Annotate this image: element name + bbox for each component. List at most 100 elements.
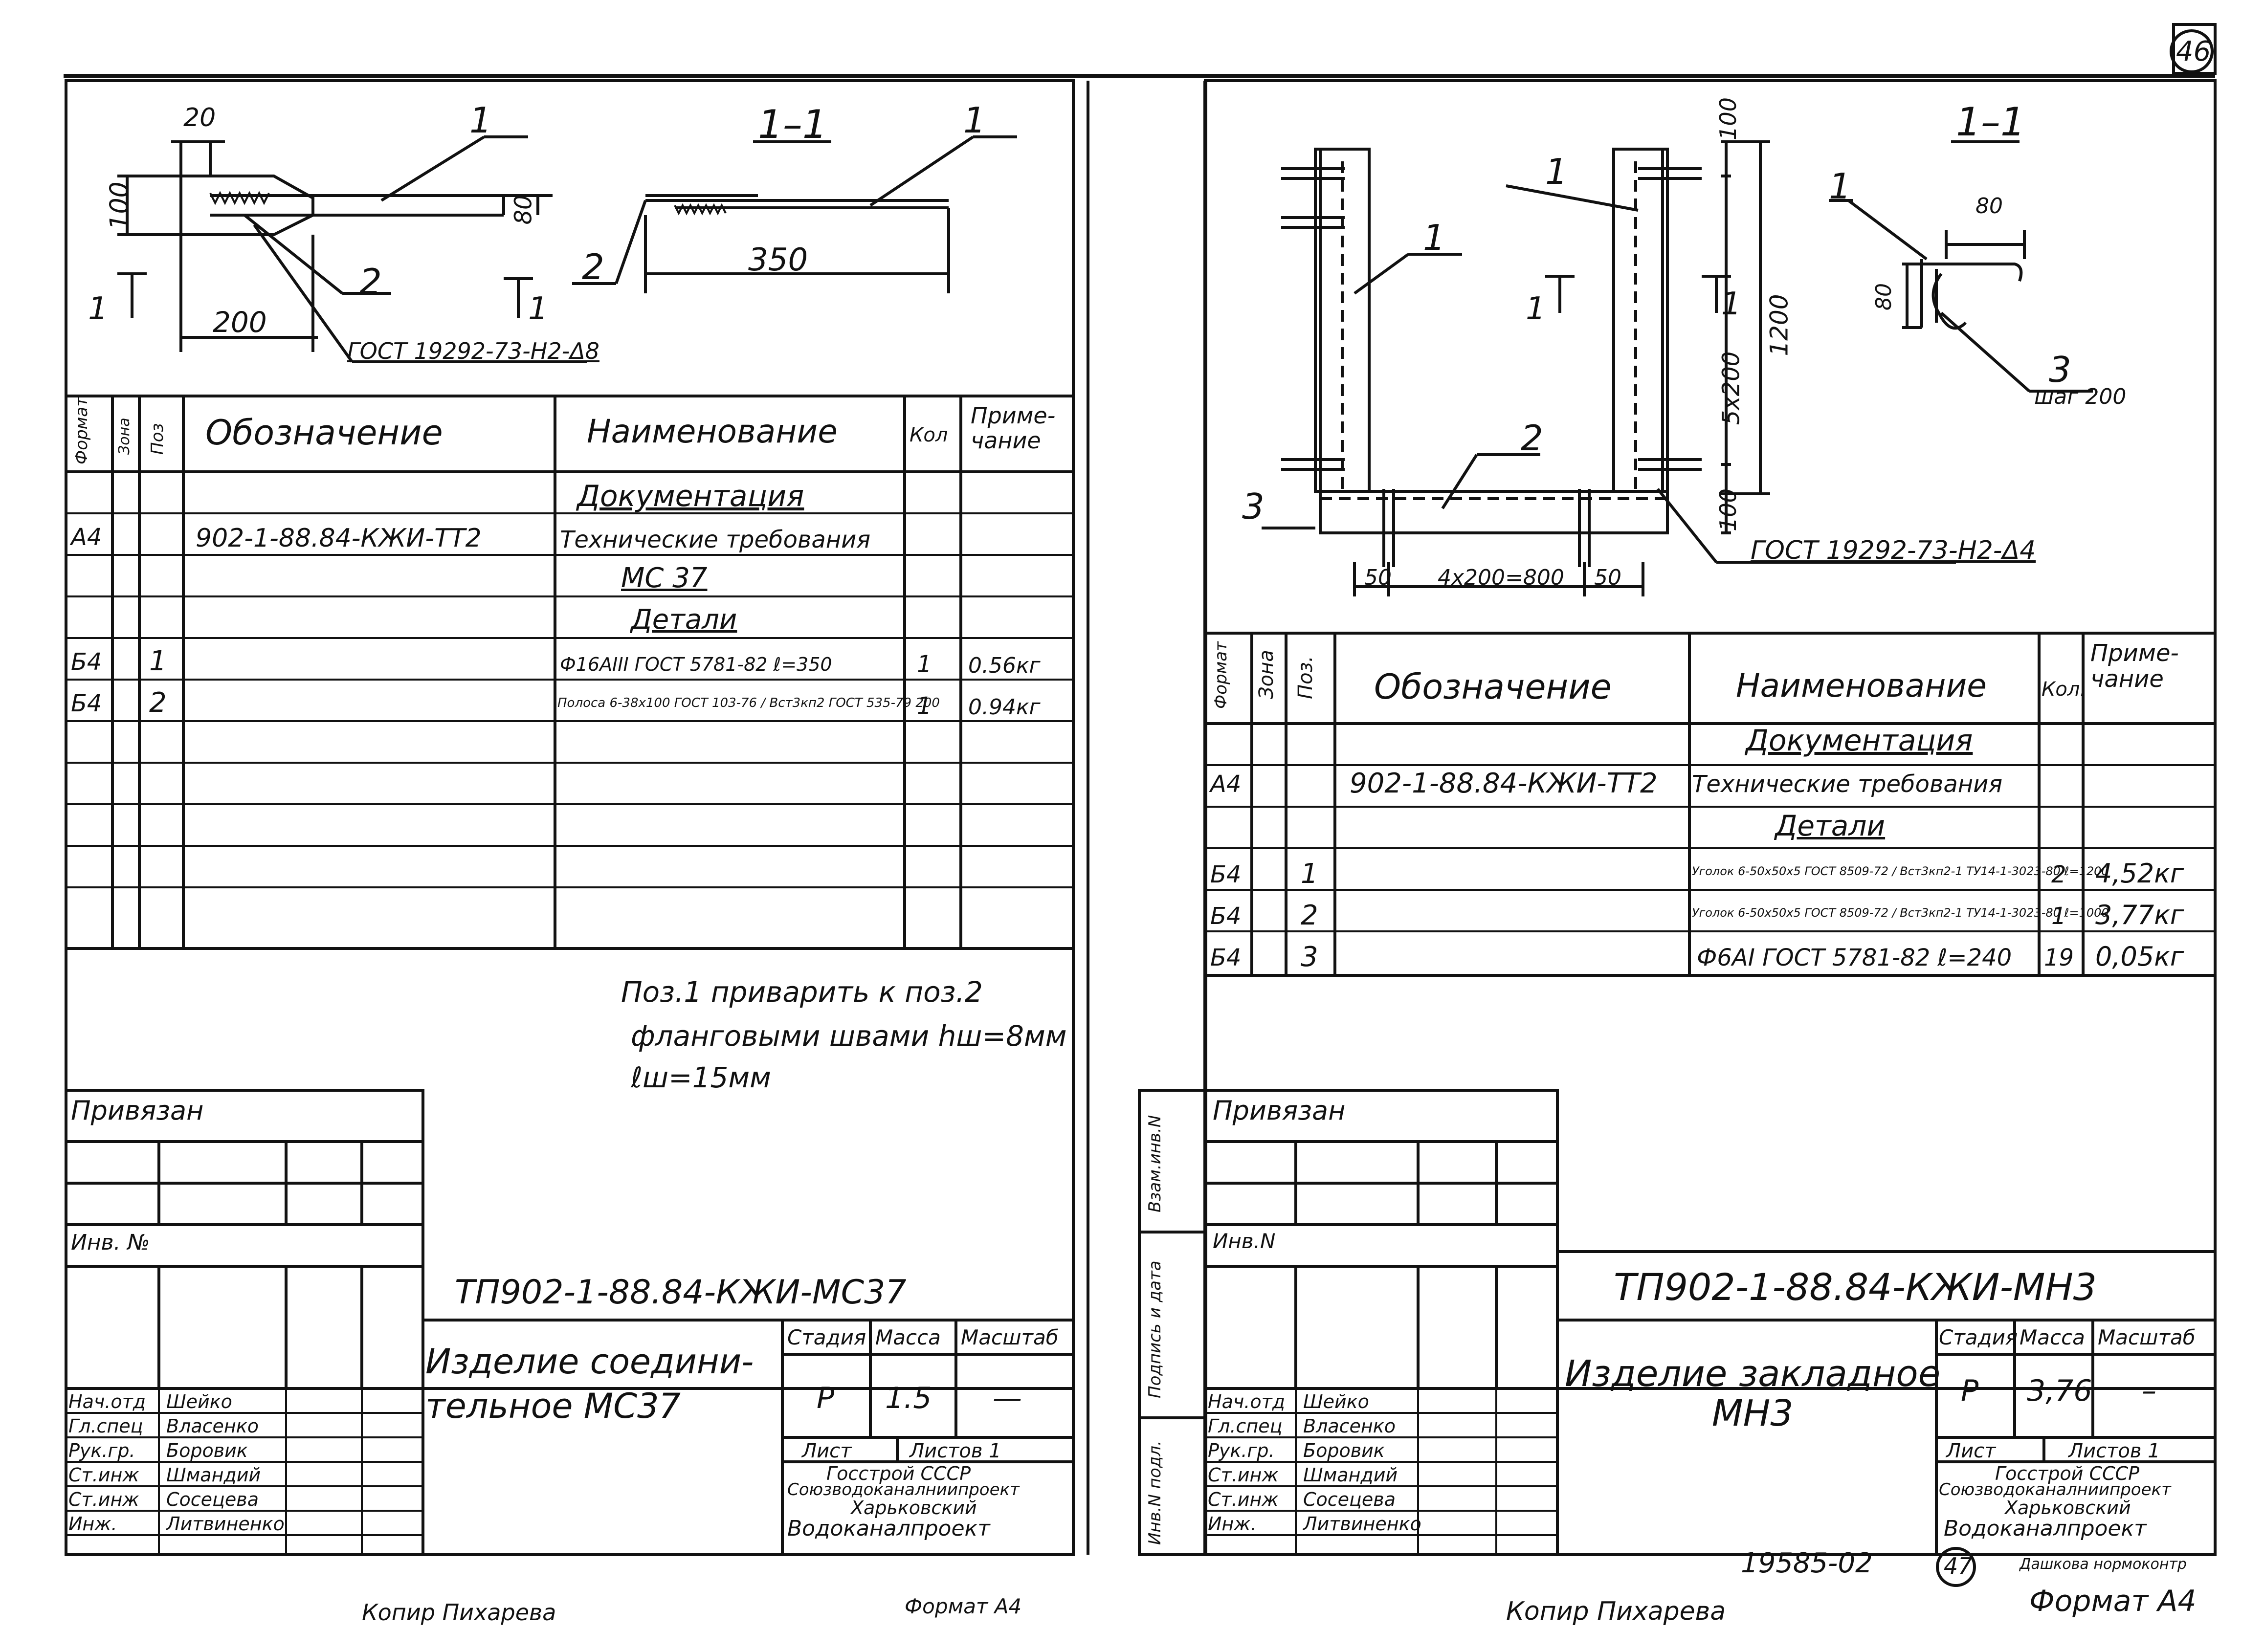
right-dim-100a: 100	[1714, 97, 1741, 140]
left-dim-100: 100	[105, 181, 134, 230]
left-stage-value: Р	[817, 1381, 835, 1415]
left-staff-role-6: Инж.	[68, 1513, 117, 1535]
right-inv-label: Инв.N	[1213, 1229, 1276, 1253]
left-th-designation: Обозначение	[205, 413, 443, 453]
footer-copier-right: Копир Пихарева	[1506, 1597, 1726, 1626]
footer-circle-number: 47	[1944, 1553, 1973, 1579]
footer-checked: Дашкова нормоконтр	[2020, 1556, 2187, 1573]
right-step-note: шаг 200	[2034, 384, 2127, 409]
left-section-label: 1–1	[758, 102, 827, 147]
left-row4-pos: 1	[149, 645, 167, 677]
left-dim-20: 20	[183, 103, 216, 132]
left-org-line-4: Водоканалпроект	[787, 1516, 990, 1541]
right-dim-100b: 100	[1714, 488, 1741, 531]
right-dim-80b: 80	[1871, 283, 1896, 310]
left-product-title: Изделие соедини- тельное МС37	[425, 1342, 754, 1426]
right-row2-name: Детали	[1775, 809, 1886, 842]
right-row3-name: Уголок 6-50х50х5 ГОСТ 8509-72 / Вст3кп2-…	[1692, 864, 2109, 878]
page-number: 46	[2176, 36, 2211, 67]
right-stage-value: Р	[1961, 1374, 1979, 1408]
left-staff-name-2: Власенко	[166, 1415, 259, 1437]
left-dim-350: 350	[748, 242, 808, 278]
right-sheet-label: Лист	[1946, 1440, 1996, 1462]
right-section-mark-a: 1	[1526, 291, 1546, 327]
left-th-zone: Зона	[116, 418, 133, 455]
left-drawing-code: ТП902-1-88.84-КЖИ-МС37	[455, 1273, 907, 1312]
left-row1-designation: 902-1-88.84-КЖИ-ТТ2	[196, 524, 482, 553]
right-side-label-2: Подпись и дата	[1145, 1260, 1165, 1398]
left-scale-value: —	[993, 1381, 1022, 1415]
right-staff-role-3: Рук.гр.	[1208, 1440, 1275, 1461]
left-stage-header: Стадия	[787, 1325, 866, 1349]
right-row4-qty: 1	[2051, 903, 2066, 930]
right-dim-80a: 80	[1975, 194, 2003, 219]
left-staff-name-4: Шмандий	[166, 1464, 261, 1486]
left-th-format: Формат	[72, 397, 91, 464]
left-row5-format: Б4	[71, 690, 102, 717]
left-weld-note: ГОСТ 19292-73-Н2-Δ8	[347, 338, 599, 364]
left-note-line-1: Поз.1 приварить к поз.2	[621, 975, 983, 1009]
left-row5-note: 0.94кг	[968, 695, 1041, 720]
right-section-label: 1–1	[1956, 99, 2025, 145]
left-staff-name-3: Боровик	[166, 1440, 248, 1461]
right-th-name: Наименование	[1736, 667, 1987, 705]
right-dim-4x200: 4х200=800	[1438, 565, 1564, 590]
right-th-qty: Кол.	[2042, 678, 2086, 701]
right-row4-note: 3,77кг	[2095, 900, 2184, 930]
right-section-mark-b: 1	[1721, 286, 1741, 322]
left-th-pos: Поз	[148, 423, 167, 455]
left-leader-1b: 1	[963, 100, 986, 141]
left-leader-2b: 2	[582, 246, 604, 287]
left-staff-name-5: Сосецева	[166, 1489, 259, 1510]
left-mass-header: Масса	[875, 1325, 941, 1349]
right-row3-qty: 2	[2051, 861, 2066, 888]
right-row5-format: Б4	[1210, 944, 1242, 971]
footer-format-left: Формат А4	[905, 1594, 1022, 1618]
right-mass-value: 3,76	[2027, 1374, 2092, 1408]
right-row0-name: Документация	[1746, 724, 1973, 758]
right-th-note: Приме- чание	[2090, 639, 2179, 693]
left-row4-note: 0.56кг	[968, 653, 1041, 678]
left-th-qty: Кол	[910, 424, 948, 446]
right-weld-note: ГОСТ 19292-73-Н2-Δ4	[1751, 536, 2036, 565]
left-staff-role-3: Рук.гр.	[68, 1440, 135, 1461]
left-row4-name: Ф16АIII ГОСТ 5781-82 ℓ=350	[560, 654, 832, 675]
right-row5-qty: 19	[2044, 944, 2074, 971]
left-section-mark-b: 1	[528, 291, 548, 327]
right-dim-5x200: 5х200	[1717, 351, 1745, 425]
right-org-line-3: Харьковский	[2005, 1497, 2131, 1519]
right-product-title: Изделие закладное МН3	[1565, 1353, 1941, 1435]
right-row1-designation: 902-1-88.84-КЖИ-ТТ2	[1350, 768, 1658, 799]
left-org-line-2: Союзводоканалниипроект	[787, 1480, 1020, 1499]
left-privyazan: Привязан	[71, 1095, 204, 1126]
left-sheet-label: Лист	[802, 1440, 852, 1462]
right-leader-1a: 1	[1423, 217, 1445, 258]
left-row4-format: Б4	[71, 648, 102, 676]
right-side-label-1: Взам.инв.N	[1145, 1115, 1165, 1212]
right-leader-1c: 1	[1829, 166, 1851, 207]
left-row1-name: Технические требования	[560, 526, 871, 553]
right-drawing-code: ТП902-1-88.84-КЖИ-МН3	[1614, 1265, 2097, 1309]
left-leader-2: 2	[359, 261, 382, 302]
left-staff-name-1: Шейко	[166, 1391, 232, 1412]
right-th-zone: Зона	[1255, 650, 1278, 699]
right-staff-role-6: Инж.	[1208, 1513, 1257, 1535]
right-row1-name: Технические требования	[1692, 771, 2003, 798]
right-staff-name-1: Шейко	[1303, 1391, 1369, 1412]
left-note-line-2: фланговыми швами hш=8мм	[631, 1019, 1067, 1053]
right-mass-header: Масса	[2020, 1325, 2085, 1349]
left-scale-header: Масштаб	[961, 1325, 1059, 1349]
left-row5-qty: 1	[917, 692, 932, 720]
right-row5-name: Ф6АI ГОСТ 5781-82 ℓ=240	[1697, 944, 2012, 971]
footer-copier-left: Копир Пихарева	[362, 1599, 556, 1626]
footer-format-right: Формат А4	[2029, 1584, 2197, 1618]
left-staff-role-1: Нач.отд	[68, 1391, 146, 1412]
right-org-line-1: Госстрой СССР	[1995, 1463, 2140, 1484]
right-staff-name-6: Литвиненко	[1303, 1513, 1421, 1535]
left-sheets-label: Листов 1	[910, 1440, 1001, 1462]
right-row4-name: Уголок 6-50х50х5 ГОСТ 8509-72 / Вст3кп2-…	[1692, 906, 2109, 920]
left-staff-role-4: Ст.инж	[68, 1464, 139, 1486]
right-row3-format: Б4	[1210, 861, 1242, 888]
right-dim-50a: 50	[1364, 565, 1392, 590]
